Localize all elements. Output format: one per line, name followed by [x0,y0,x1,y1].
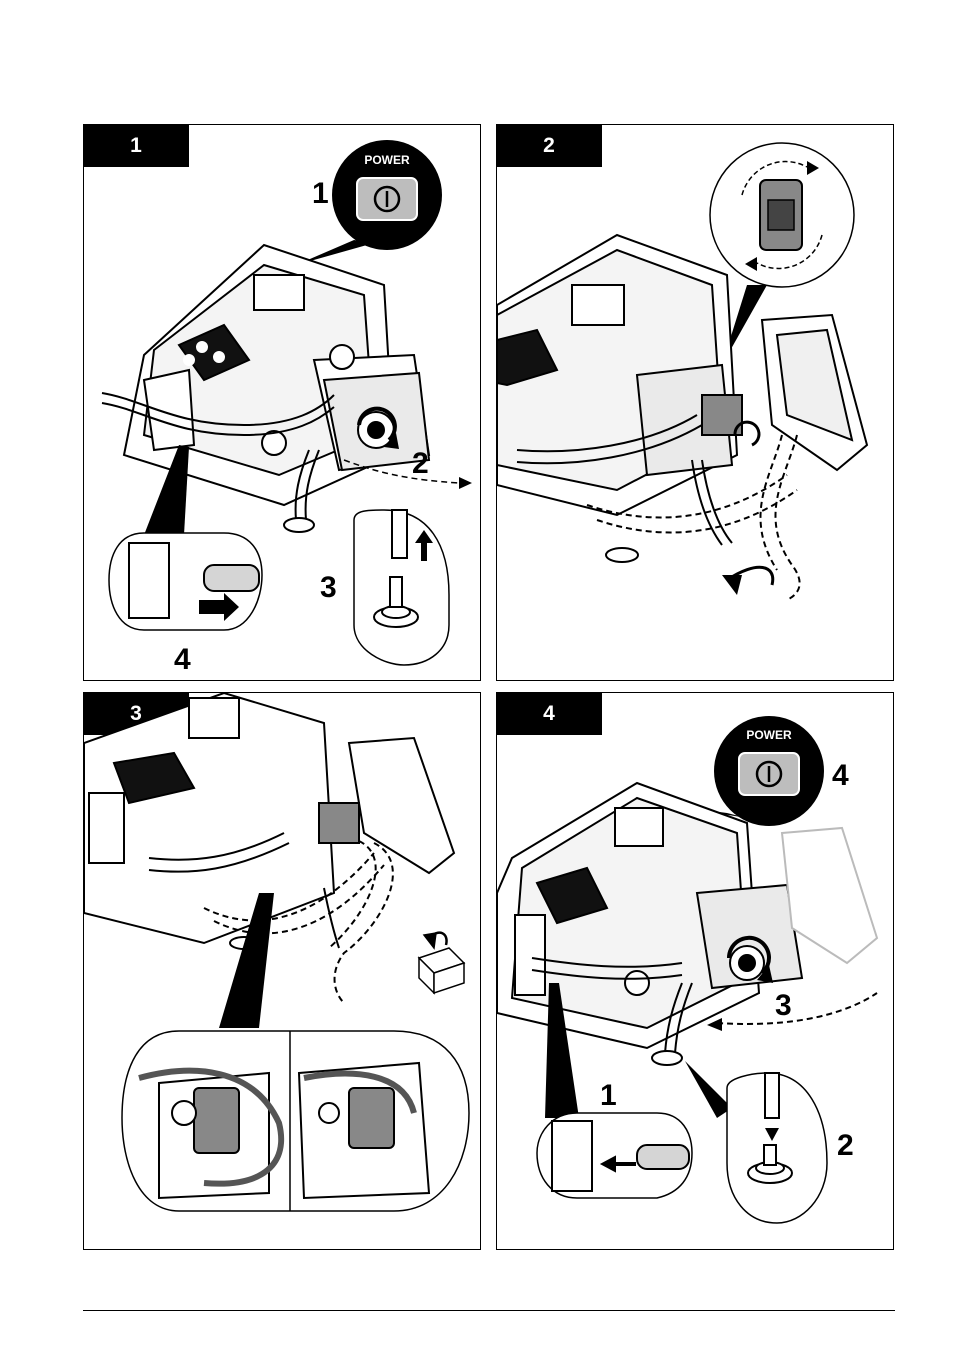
box-icon [419,933,464,993]
pump-illustration [124,245,429,505]
step-panel-2: 2 [496,124,894,681]
callout-2: 2 [837,1129,854,1162]
power-label: POWER [746,728,792,742]
step-panel-1: 1 POWER 1 [83,124,481,681]
power-label: POWER [364,153,410,167]
step-panel-3: 3 [83,692,481,1250]
callout-3: 3 [775,989,792,1022]
step-1-illustration: POWER 1 2 [84,125,481,681]
callout-3: 3 [320,571,337,604]
detail-tube-install [122,893,469,1211]
step-4-illustration: POWER 4 3 [497,693,894,1250]
step-panel-4: 4 POWER 4 [496,692,894,1250]
callout-4: 4 [832,759,849,792]
step-2-illustration [497,125,894,681]
callout-1: 1 [600,1079,617,1112]
callout-2: 2 [412,447,429,480]
detail-disconnect-tube [354,510,449,665]
detail-connect-outlet [685,1061,827,1223]
callout-1: 1 [312,177,329,210]
callout-4: 4 [174,643,191,676]
step-3-illustration [84,693,481,1250]
footer-rule [83,1310,895,1311]
